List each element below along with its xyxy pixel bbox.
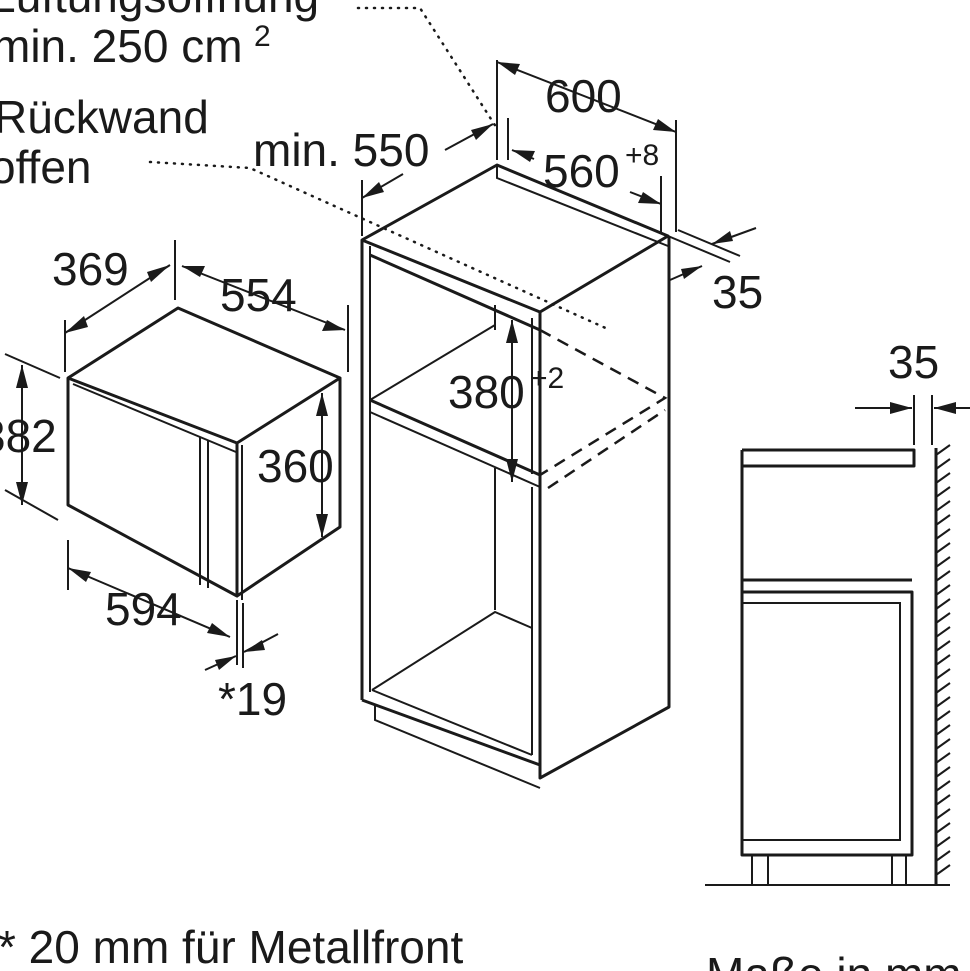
metal-front-note: * 20 mm für Metallfront <box>0 921 463 971</box>
dim-19: *19 <box>218 673 287 725</box>
vent-label-line1: Lüftungsöffnung <box>0 0 319 22</box>
vent-label-line2: min. 250 cm <box>0 20 243 72</box>
dim-600: 600 <box>545 70 622 122</box>
dim-594: 594 <box>105 583 182 635</box>
back-wall-label-line1: Rückwand <box>0 91 209 143</box>
side-view-dimensions <box>855 395 970 445</box>
cabinet-dimensions <box>361 60 757 482</box>
vent-leader-line <box>356 6 500 132</box>
cabinet-drawing <box>360 163 671 789</box>
dim-380-tolerance: +2 <box>530 362 564 395</box>
dim-369: 369 <box>52 243 129 295</box>
dim-360: 360 <box>257 440 334 492</box>
dim-35-cabinet: 35 <box>712 266 763 318</box>
dim-min-550: min. 550 <box>253 124 429 176</box>
back-wall-label-line2: offen <box>0 141 91 193</box>
dim-382: 382 <box>0 410 57 462</box>
dim-35-side: 35 <box>888 336 939 388</box>
appliance-drawing <box>66 306 342 600</box>
dim-560: 560 <box>543 145 620 197</box>
dim-560-tolerance: +8 <box>625 139 659 172</box>
units-note: Maße in mm <box>706 948 962 971</box>
dim-554: 554 <box>220 269 297 321</box>
appliance-dimensions <box>4 240 349 671</box>
side-view-drawing <box>705 444 951 886</box>
back-wall-leader-line <box>148 160 612 332</box>
vent-label-superscript: 2 <box>254 20 271 53</box>
dim-380: 380 <box>448 366 525 418</box>
